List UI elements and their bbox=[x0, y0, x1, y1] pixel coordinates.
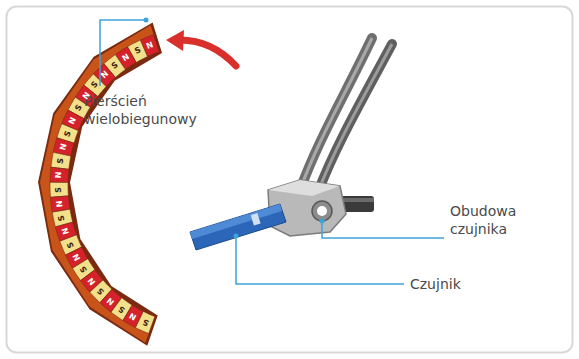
frame bbox=[7, 7, 573, 353]
multipole-ring bbox=[38, 22, 162, 345]
leader-lines bbox=[100, 20, 444, 284]
rotation-arrow bbox=[180, 40, 236, 66]
ring-edge bbox=[38, 22, 162, 345]
pole-letter: S bbox=[54, 184, 64, 194]
housing-top bbox=[268, 180, 340, 196]
pole-segment bbox=[50, 182, 68, 197]
leader-dot bbox=[234, 234, 239, 239]
housing-hole bbox=[312, 201, 332, 221]
leader-line bbox=[236, 236, 404, 284]
cable-highlight bbox=[300, 38, 372, 190]
cable bbox=[318, 44, 392, 192]
housing-hole-bore bbox=[317, 206, 327, 216]
cable-highlight bbox=[318, 44, 392, 192]
pole-letter: N bbox=[54, 170, 65, 181]
leader-line bbox=[322, 221, 444, 238]
pole-letter: N bbox=[55, 198, 66, 209]
sensor-chip bbox=[251, 213, 261, 226]
pole-segment bbox=[50, 167, 69, 182]
part-label: Czujnik bbox=[410, 275, 520, 293]
part-label: Obudowa czujnika bbox=[450, 202, 560, 238]
leader-dot bbox=[144, 18, 149, 23]
pole-segment bbox=[51, 152, 71, 169]
cable bbox=[300, 38, 372, 190]
rotation-arrow-head bbox=[166, 30, 184, 51]
sensor-bar bbox=[190, 204, 286, 250]
part-label: Pierścień wielobiegunowy bbox=[84, 92, 214, 128]
pole-segment bbox=[136, 311, 155, 333]
sensor-bar-face bbox=[190, 204, 282, 239]
leader-dot bbox=[320, 219, 325, 224]
ring-carrier bbox=[40, 25, 154, 343]
pole-letter: S bbox=[55, 155, 66, 166]
